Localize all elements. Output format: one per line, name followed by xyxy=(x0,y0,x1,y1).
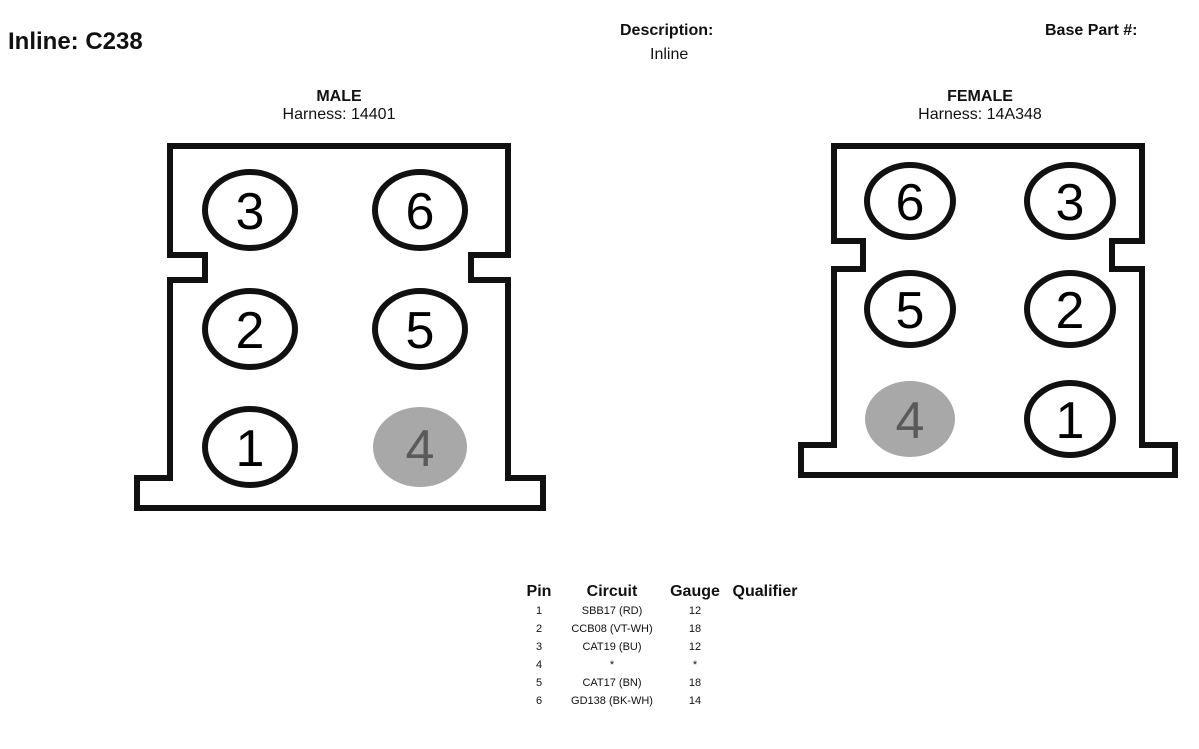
table-row: 1 SBB17 (RD) 12 xyxy=(520,602,806,620)
column-header-pin: Pin xyxy=(526,583,552,600)
male-pin-cavity: 6 xyxy=(372,169,468,251)
male-pin-cavity: 5 xyxy=(372,288,468,370)
male-pin-label: 6 xyxy=(406,183,435,241)
table-row: 2 CCB08 (VT-WH) 18 xyxy=(520,620,806,638)
cell-circuit: * xyxy=(609,659,615,671)
cell-pin: 4 xyxy=(535,659,543,671)
male-pin-label: 2 xyxy=(236,302,265,360)
male-harness: Harness: 14401 xyxy=(282,106,396,123)
female-pin-cavity: 2 xyxy=(1024,270,1116,348)
female-pin-label: 3 xyxy=(1056,174,1085,232)
pin-circuit-table: Pin Circuit Gauge Qualifier 1 SBB17 (RD)… xyxy=(520,582,806,710)
table-row: 3 CAT19 (BU) 12 xyxy=(520,638,806,656)
female-pin-cavity-unused: 4 xyxy=(865,381,955,457)
table-row: 4 * * xyxy=(520,656,806,674)
female-pin-cavity: 5 xyxy=(864,270,956,348)
cell-pin: 3 xyxy=(535,641,543,653)
male-pin-cavity: 2 xyxy=(202,288,298,370)
description-value: Inline xyxy=(650,46,689,63)
connector-title: Inline: C238 xyxy=(8,28,143,55)
base-part-label: Base Part #: xyxy=(1045,22,1138,39)
female-pin-cavity: 3 xyxy=(1024,162,1116,240)
female-harness: Harness: 14A348 xyxy=(918,106,1042,123)
cell-gauge: 14 xyxy=(688,695,702,707)
cell-gauge: 12 xyxy=(688,605,702,617)
cell-pin: 5 xyxy=(535,677,543,689)
female-pin-label: 2 xyxy=(1056,282,1085,340)
cell-qualifier xyxy=(724,674,806,692)
cell-gauge: 12 xyxy=(688,641,702,653)
cell-pin: 1 xyxy=(535,605,543,617)
table-row: 6 GD138 (BK-WH) 14 xyxy=(520,692,806,710)
cell-qualifier xyxy=(724,656,806,674)
female-title: FEMALE xyxy=(947,88,1013,105)
male-pin-label: 1 xyxy=(236,420,265,478)
male-pin-cavity: 1 xyxy=(202,406,298,488)
male-pin-label: 3 xyxy=(236,183,265,241)
male-pin-cavity-unused: 4 xyxy=(373,407,467,487)
cell-qualifier xyxy=(724,692,806,710)
cell-circuit: GD138 (BK-WH) xyxy=(571,695,653,707)
cell-pin: 6 xyxy=(535,695,543,707)
female-connector-housing xyxy=(798,143,1178,478)
cell-circuit: CAT17 (BN) xyxy=(582,677,642,689)
cell-gauge: * xyxy=(692,659,698,671)
cell-qualifier xyxy=(724,602,806,620)
table-header-row: Pin Circuit Gauge Qualifier xyxy=(520,582,806,602)
male-pin-cavity: 3 xyxy=(202,169,298,251)
column-header-gauge: Gauge xyxy=(670,583,720,600)
cell-circuit: CAT19 (BU) xyxy=(582,641,642,653)
cell-gauge: 18 xyxy=(688,677,702,689)
cell-qualifier xyxy=(724,638,806,656)
column-header-circuit: Circuit xyxy=(586,583,638,600)
male-pin-label: 5 xyxy=(406,302,435,360)
male-title: MALE xyxy=(316,88,362,105)
male-connector-housing xyxy=(134,143,546,511)
female-pin-label: 5 xyxy=(896,282,925,340)
cell-circuit: CCB08 (VT-WH) xyxy=(571,623,653,635)
female-pin-cavity: 1 xyxy=(1024,380,1116,458)
female-pin-label: 6 xyxy=(896,174,925,232)
male-pin-label: 4 xyxy=(406,420,435,478)
female-pin-label: 1 xyxy=(1056,392,1085,450)
cell-qualifier xyxy=(724,620,806,638)
cell-circuit: SBB17 (RD) xyxy=(581,605,643,617)
female-pin-cavity: 6 xyxy=(864,162,956,240)
description-label: Description: xyxy=(620,22,714,39)
female-pin-label: 4 xyxy=(896,392,925,450)
cell-pin: 2 xyxy=(535,623,543,635)
table-row: 5 CAT17 (BN) 18 xyxy=(520,674,806,692)
cell-gauge: 18 xyxy=(688,623,702,635)
column-header-qualifier: Qualifier xyxy=(732,583,798,600)
